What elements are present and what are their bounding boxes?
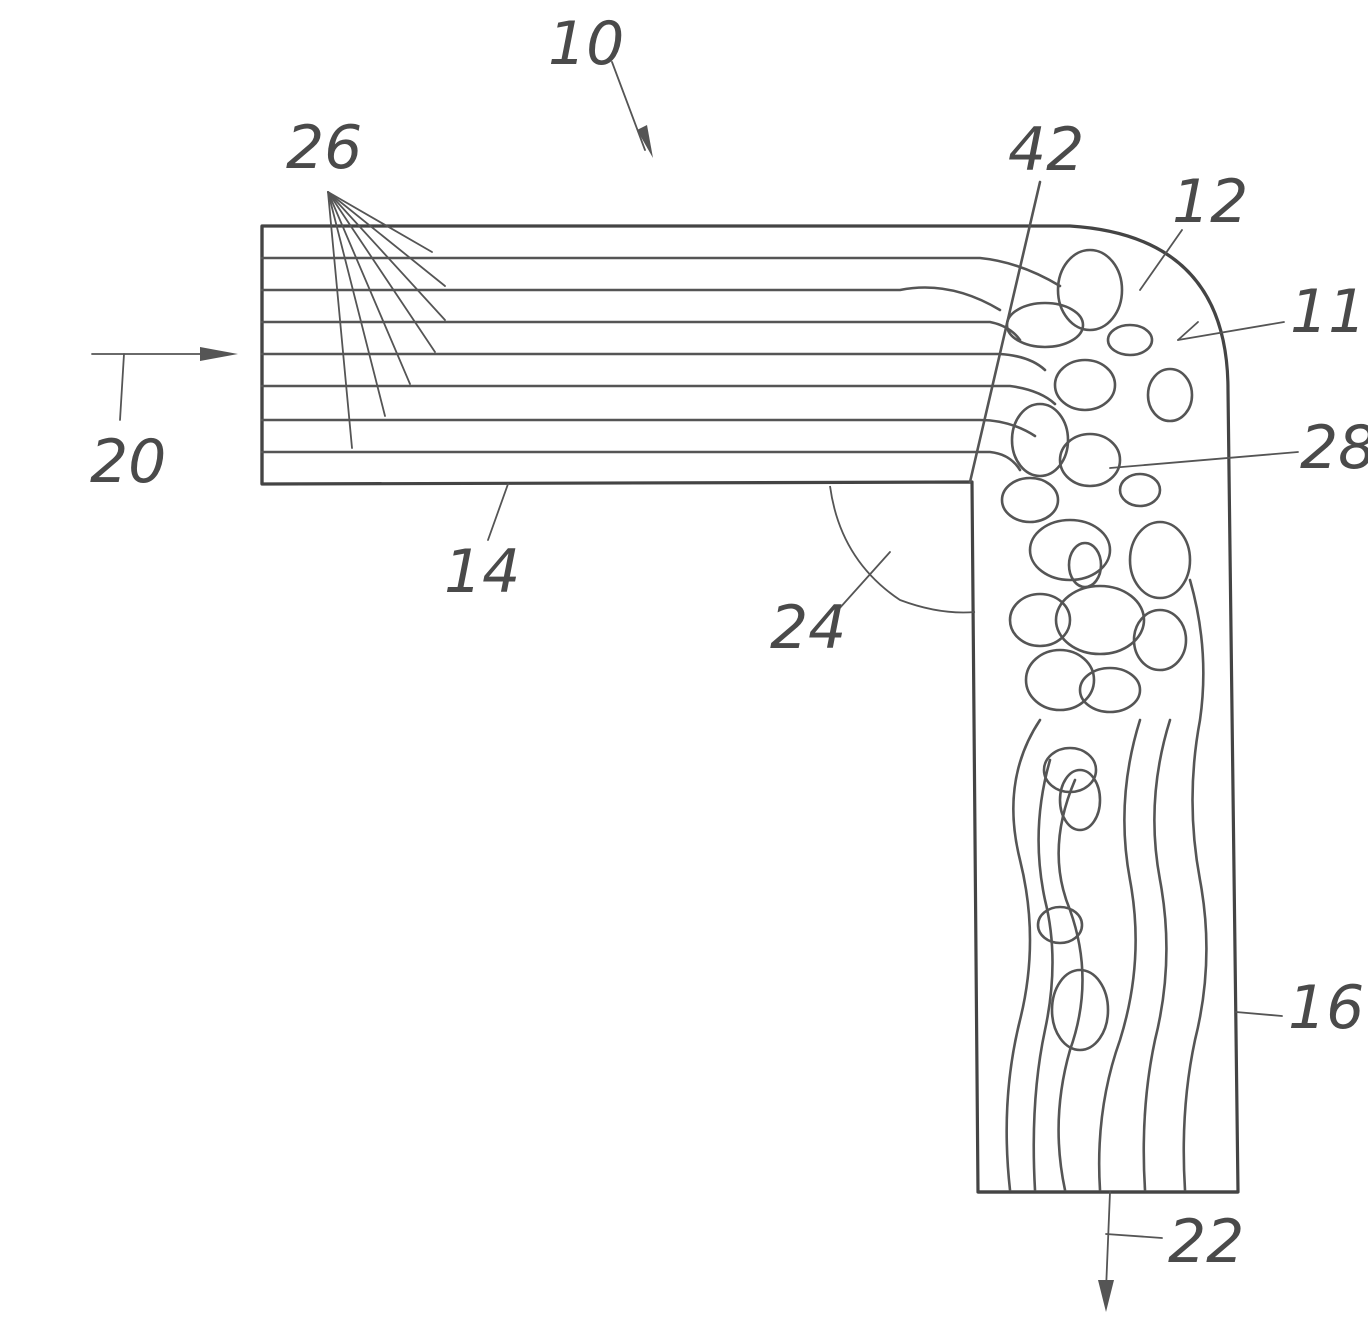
- laminar-streamlines: [262, 258, 1060, 470]
- leader-28: [1110, 452, 1298, 468]
- label-12: 12: [1172, 167, 1248, 237]
- label-42: 42: [1008, 115, 1084, 185]
- label-14: 14: [444, 537, 520, 607]
- outlet-streamlines: [1007, 580, 1207, 1190]
- outflow-arrowhead: [1098, 1280, 1114, 1312]
- leader-16: [1236, 1012, 1282, 1016]
- inflow-arrowhead: [200, 347, 238, 361]
- label-28: 28: [1300, 413, 1368, 483]
- arrowhead-10: [637, 125, 653, 158]
- label-11: 11: [1290, 277, 1366, 347]
- leader-14: [488, 484, 508, 540]
- outflow-arrow-shaft: [1106, 1192, 1110, 1290]
- label-20: 20: [90, 427, 166, 497]
- label-24: 24: [770, 593, 846, 663]
- label-16: 16: [1288, 973, 1364, 1043]
- leaders-26: [328, 192, 445, 448]
- leader-22: [1106, 1234, 1162, 1238]
- label-26: 26: [286, 113, 362, 183]
- label-22: 22: [1168, 1207, 1244, 1277]
- leader-20: [120, 354, 124, 420]
- label-10: 10: [548, 9, 624, 79]
